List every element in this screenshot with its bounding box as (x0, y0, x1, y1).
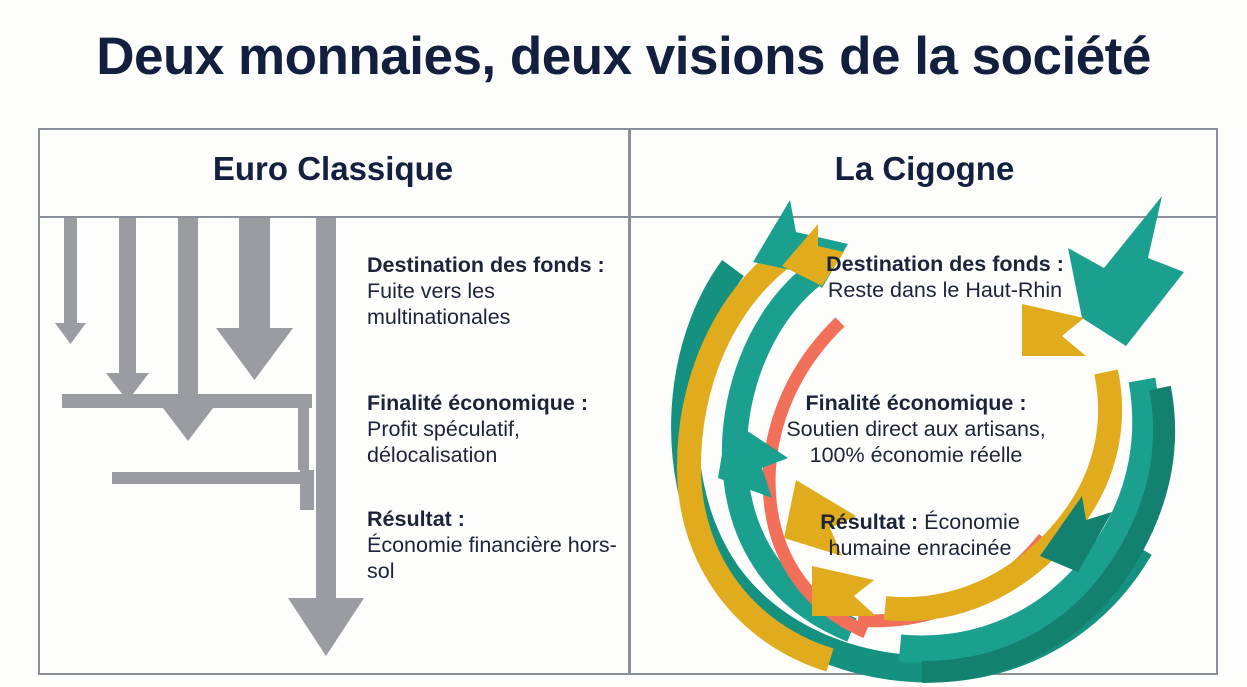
right-block-resultat-body: Économie humaine enracinée (828, 510, 1020, 561)
page-title: Deux monnaies, deux visions de la sociét… (96, 27, 1151, 86)
right-block-finalite-lead: Finalité économique : (805, 391, 1027, 415)
right-block-finalite: Finalité économique : Soutien direct aux… (766, 390, 1066, 469)
left-block-destination-body: Fuite vers les multinationales (367, 279, 511, 330)
right-block-destination-body: Reste dans le Haut-Rhin (827, 278, 1063, 303)
left-block-destination: Destination des fonds : Fuite vers les m… (367, 252, 623, 331)
left-block-resultat-body: Économie financière hors-sol (367, 533, 617, 584)
column-header-la-cigogne: La Cigogne (834, 150, 1015, 187)
left-block-resultat-lead: Résultat : (367, 507, 465, 531)
column-header-euro-classique: Euro Classique (212, 150, 454, 187)
left-block-destination-lead: Destination des fonds : (367, 253, 605, 277)
left-block-finalite-lead: Finalité économique : (367, 391, 588, 415)
left-block-resultat: Résultat : Économie financière hors-sol (367, 506, 623, 585)
right-block-destination: Destination des fonds : Reste dans le Ha… (820, 251, 1070, 303)
right-block-resultat: Résultat : Économie humaine enracinée (780, 509, 1060, 561)
right-block-resultat-lead: Résultat : (820, 510, 919, 534)
right-block-finalite-body: Soutien direct aux artisans, 100% économ… (786, 417, 1046, 468)
column-divider (628, 128, 631, 675)
right-block-destination-lead: Destination des fonds : (826, 252, 1064, 276)
left-block-finalite-body: Profit spéculatif, délocalisation (367, 417, 520, 468)
left-block-finalite: Finalité économique : Profit spéculatif,… (367, 390, 623, 469)
